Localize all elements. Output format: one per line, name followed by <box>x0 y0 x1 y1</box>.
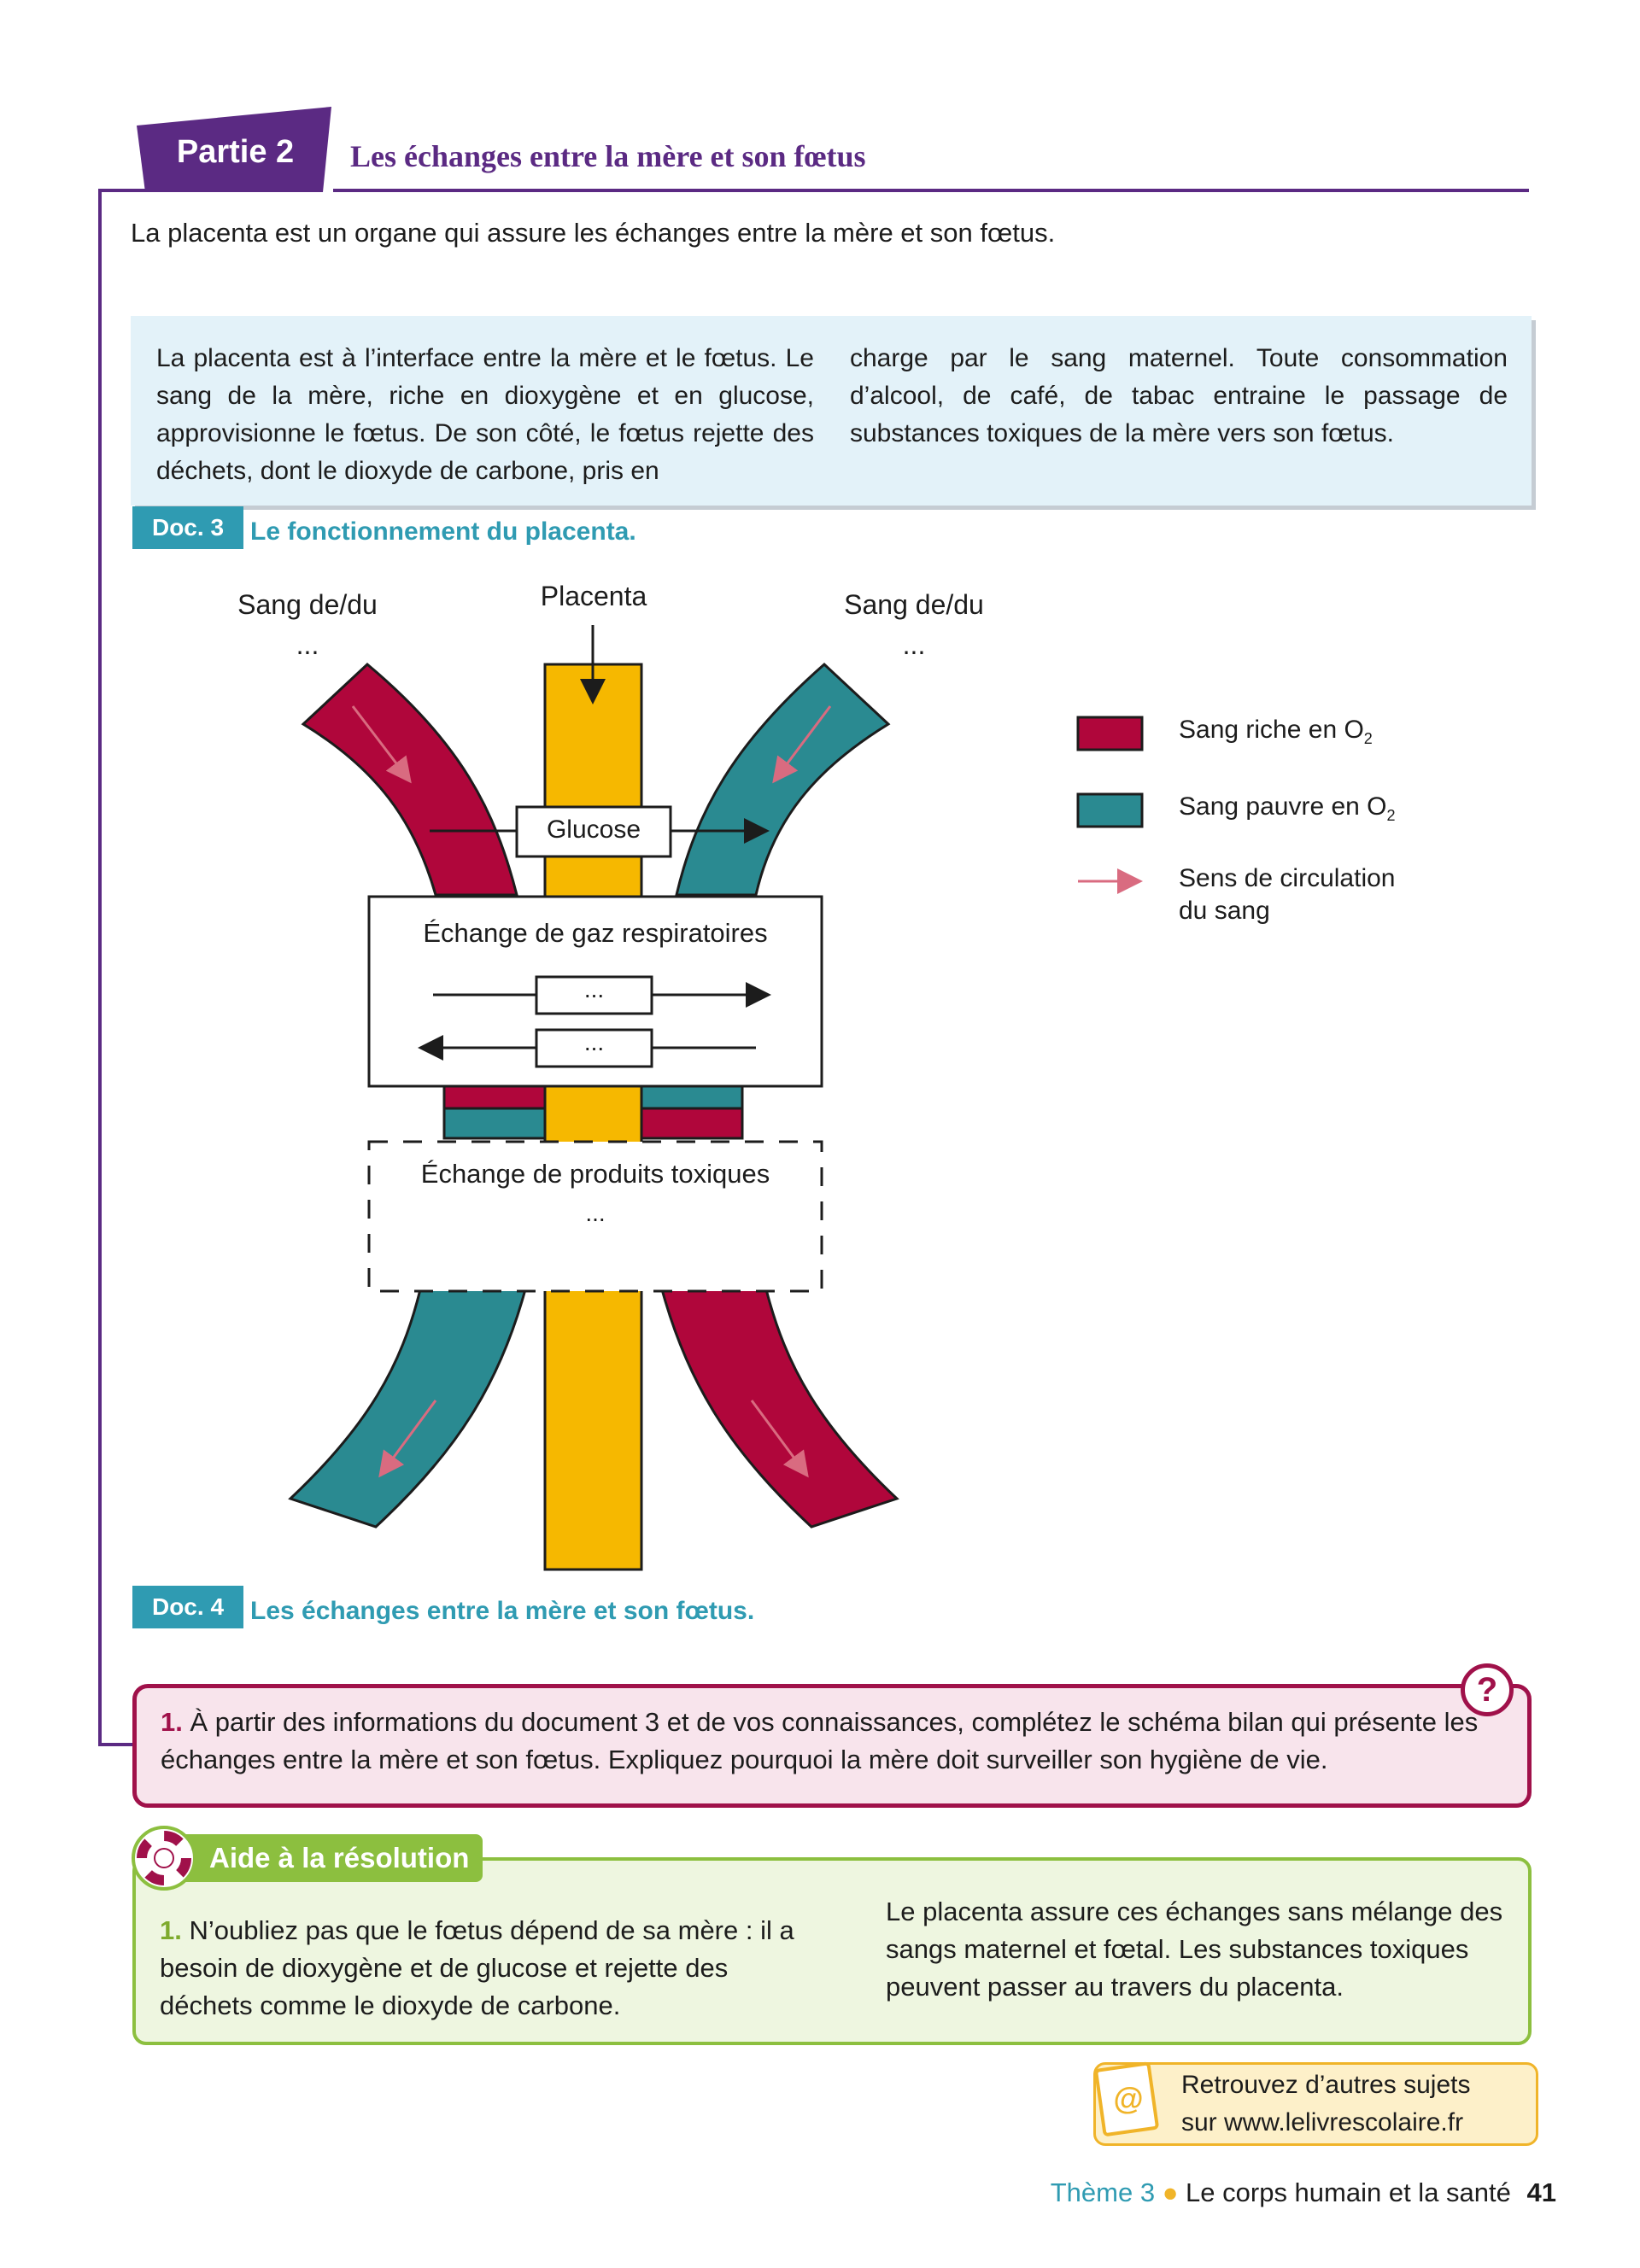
toxic-exchange-title: Échange de produits toxiques <box>420 1159 770 1189</box>
legend-rich-text: Sang riche en O <box>1179 716 1364 744</box>
legend-rich-swatch <box>1076 716 1144 751</box>
flow-arrow-lower-left <box>378 1400 437 1478</box>
legend-flow-line1: Sens de circulation <box>1179 864 1396 892</box>
question-text: 1. À partir des informations du document… <box>161 1704 1510 1779</box>
web-line-1: Retrouvez d’autres sujets <box>1181 2071 1471 2099</box>
legend-poor-text: Sang pauvre en O <box>1179 792 1387 821</box>
label-sang-right: Sang de/du <box>844 589 984 620</box>
help-header: Aide à la résolution <box>162 1834 483 1882</box>
legend-flow-label: Sens de circulation du sang <box>1179 862 1395 927</box>
vessel-lower-right <box>660 1288 899 1529</box>
toxic-exchange-box <box>367 1140 823 1293</box>
gas-blank-box-2 <box>535 1028 653 1068</box>
info-box: La placenta est à l’interface entre la m… <box>131 316 1532 506</box>
info-text-col-2: charge par le sang maternel. Toute conso… <box>850 344 1508 447</box>
stub-right-rich <box>640 1107 744 1140</box>
question-number: 1. <box>161 1707 183 1737</box>
doc3-badge: Doc. 3 <box>132 506 243 549</box>
web-line-2[interactable]: sur www.lelivrescolaire.fr <box>1181 2108 1464 2136</box>
left-bracket <box>98 189 102 1746</box>
gas-blank-box-1 <box>535 975 653 1015</box>
help-text-col-2: Le placenta assure ces échanges sans mél… <box>886 1897 1503 2002</box>
label-sang-right-dots: ... <box>902 629 926 660</box>
vessel-upper-right <box>675 662 891 897</box>
gas-blank-2: ... <box>583 1029 605 1055</box>
stub-left-poor <box>442 1107 547 1140</box>
legend-poor-label: Sang pauvre en O2 <box>1179 792 1396 825</box>
footer-subject: Le corps humain et la santé <box>1186 2177 1511 2207</box>
partie-badge-shape <box>137 107 331 192</box>
doc3-title: Le fonctionnement du placenta. <box>250 517 636 546</box>
footer-theme: Thème 3 <box>1050 2177 1156 2207</box>
bracket-bottom <box>98 1743 137 1746</box>
lifebuoy-icon <box>132 1826 196 1891</box>
help-box: 1. N’oubliez pas que le fœtus dépend de … <box>132 1857 1532 2045</box>
legend-flow-line2: du sang <box>1179 897 1270 925</box>
info-text-col-1: La placenta est à l’interface entre la m… <box>156 344 814 485</box>
web-link-box[interactable]: Retrouvez d’autres sujets sur www.lelivr… <box>1093 2062 1538 2146</box>
legend-poor-swatch <box>1076 792 1144 828</box>
legend-rich-sub: 2 <box>1363 730 1373 747</box>
intro-text: La placenta est un organe qui assure les… <box>131 218 1056 248</box>
at-sign-icon: @ <box>1095 2061 1159 2136</box>
bracket-top <box>98 189 158 192</box>
glucose-label: Glucose <box>546 815 641 844</box>
legend-rich-label: Sang riche en O2 <box>1179 716 1373 748</box>
help-col1-body: N’oubliez pas que le fœtus dépend de sa … <box>160 1915 794 2020</box>
glucose-box <box>515 805 672 858</box>
flow-arrow-lower-right <box>750 1400 809 1478</box>
question-box: 1. À partir des informations du document… <box>132 1684 1532 1808</box>
flow-arrow-upper-left <box>351 705 412 784</box>
web-link-text[interactable]: Retrouvez d’autres sujets sur www.lelivr… <box>1181 2066 1471 2142</box>
partie-label: Partie 2 <box>176 134 295 170</box>
section-title: Les échanges entre la mère et son fœtus <box>350 139 866 173</box>
help-text-col-1: 1. N’oubliez pas que le fœtus dépend de … <box>160 1912 817 2025</box>
flow-arrow-upper-right <box>772 705 832 784</box>
label-sang-left: Sang de/du <box>237 589 378 620</box>
page-number: 41 <box>1526 2177 1556 2207</box>
footer-dot: ● <box>1162 2177 1179 2207</box>
question-mark-icon: ? <box>1461 1663 1514 1716</box>
label-placenta: Placenta <box>540 581 647 611</box>
doc4-title: Les échanges entre la mère et son fœtus. <box>250 1597 755 1625</box>
toxic-blank: ... <box>585 1200 606 1226</box>
placenta-column <box>543 663 643 1571</box>
label-sang-left-dots: ... <box>296 629 319 660</box>
gas-blank-1: ... <box>583 976 605 1002</box>
legend-poor-sub: 2 <box>1386 807 1396 824</box>
header-rule <box>333 189 1529 192</box>
vessel-lower-left <box>288 1288 527 1529</box>
question-body: À partir des informations du document 3 … <box>161 1707 1479 1774</box>
gas-exchange-title: Échange de gaz respiratoires <box>423 918 768 948</box>
doc4-badge: Doc. 4 <box>132 1586 243 1628</box>
svg-text:@: @ <box>1113 2081 1143 2116</box>
help-number: 1. <box>160 1915 182 1945</box>
page-footer: Thème 3 ● Le corps humain et la santé 41 <box>1051 2177 1556 2208</box>
